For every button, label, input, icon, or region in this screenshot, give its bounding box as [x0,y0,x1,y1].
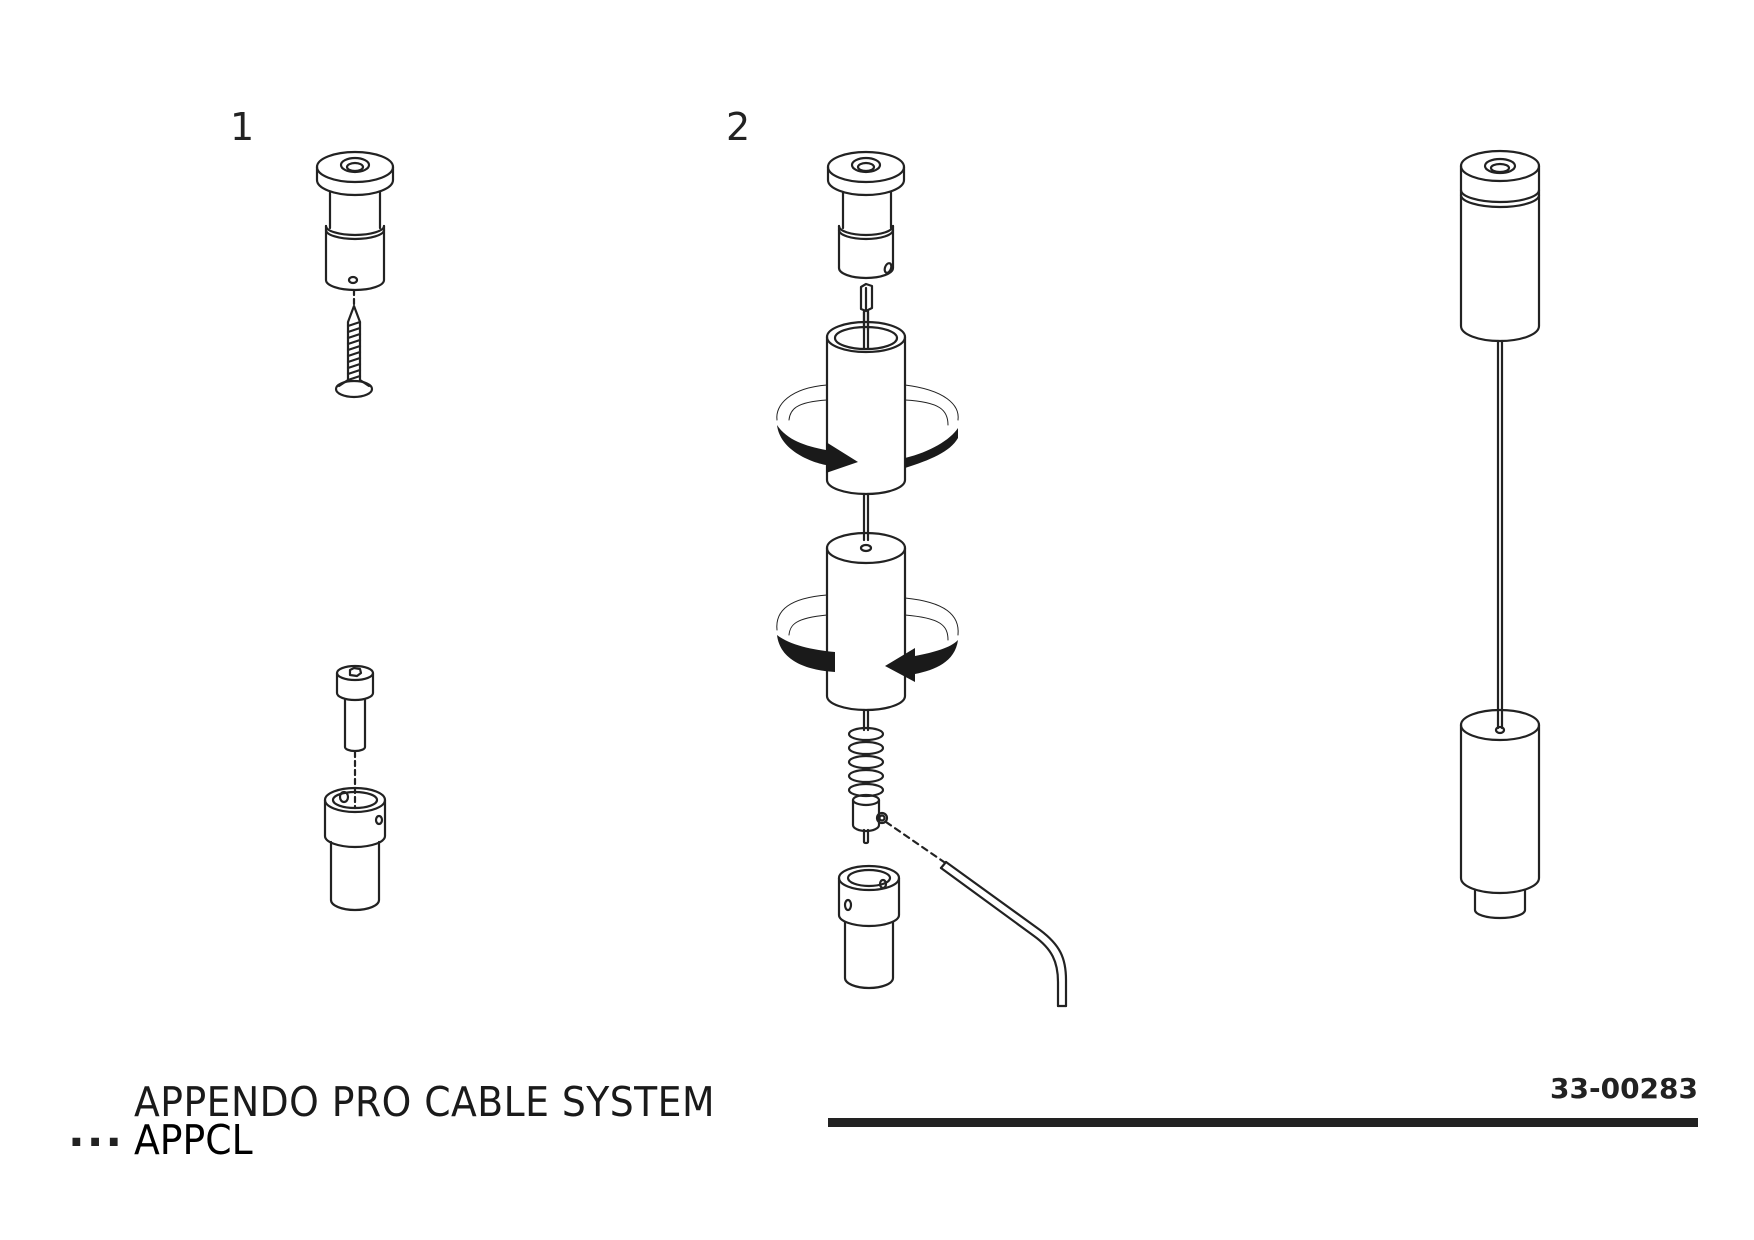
step2-lower-sleeve [825,531,907,712]
allen-key-guide-line [884,820,946,864]
step2-bottom-fixture [837,864,901,990]
step1-top-fixture [315,150,395,292]
product-title: APPENDO PRO CABLE SYSTEM [134,1078,715,1126]
footer-rule [828,1118,1698,1127]
step2-spring-gripper [847,726,889,845]
product-code: APPCL [134,1116,253,1164]
step-2-number: 2 [726,105,751,149]
step2-top-fixture [826,150,906,280]
step1-hex-socket-screw [335,664,375,753]
rotate-clockwise-arrow [776,384,959,473]
step1-bottom-fixture [323,786,387,912]
assembled-bottom-cylinder [1459,708,1541,920]
rotate-counterclockwise-arrow [776,594,959,682]
step2-upper-sleeve [825,310,907,496]
document-number: 33-00283 [1550,1072,1698,1105]
allen-key [939,860,1068,1008]
footer-dots: ... [68,1106,125,1157]
step-1-number: 1 [230,105,255,149]
step1-wood-screw [334,304,374,399]
assembled-top-cylinder [1459,149,1541,343]
